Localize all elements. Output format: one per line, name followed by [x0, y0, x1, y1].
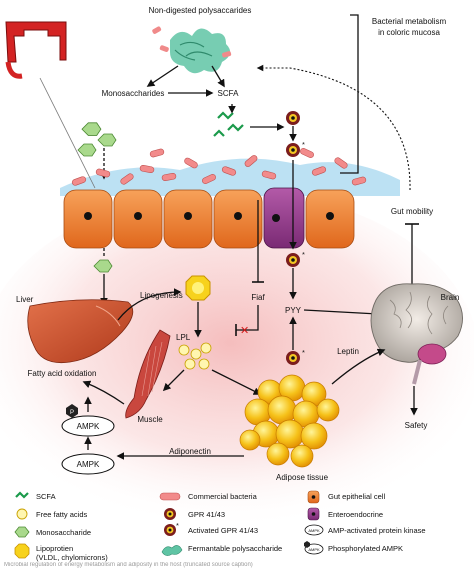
- brain-label: Brain: [441, 293, 460, 302]
- svg-text:P: P: [70, 410, 74, 416]
- svg-text:AMPK: AMPK: [308, 547, 320, 552]
- legend-label: AMP-activated protein kinase: [328, 526, 426, 535]
- legend-label: Monosaccharide: [36, 528, 91, 537]
- legend-gpr-icon: [164, 508, 176, 520]
- lipoprotein-particle: [185, 275, 211, 301]
- legend-label: Fermantable polysaccharide: [188, 544, 282, 553]
- arrow-to-scfa: [211, 65, 225, 88]
- arrow-to-monosaccharides: [146, 65, 179, 87]
- arrow-muscle-to-oxidation: [82, 380, 125, 405]
- scfa-label: SCFA: [218, 89, 240, 98]
- ampk-top-label: AMPK: [77, 422, 100, 431]
- inhibited-mark-icon: ✕: [240, 324, 249, 337]
- figure-caption: Microbial regulation of energy metabolis…: [4, 562, 253, 568]
- lpl-label: LPL: [176, 333, 191, 342]
- body-background: [0, 190, 474, 530]
- legend-label: Activated GPR 41/43: [188, 526, 258, 535]
- phosphate-badge-icon: P: [66, 404, 78, 418]
- brain: [370, 283, 463, 385]
- arrow-liver-to-lipoprotein: [117, 288, 182, 321]
- legend-label: (VLDL, chylomicrons): [36, 553, 108, 562]
- non-digested-label: Non-digested polysaccarides: [149, 6, 252, 15]
- fiaf-label: Fiaf: [251, 293, 265, 302]
- arrow-ffa-to-muscle: [162, 369, 185, 392]
- legend-label: Commercial bacteria: [188, 492, 258, 501]
- gut-mobility-feedback-arrow: [256, 64, 411, 191]
- legend-commercial-bacteria-icon: [159, 492, 181, 501]
- gut-mobility-label: Gut mobility: [391, 207, 433, 216]
- colon-zoom-line: [39, 77, 96, 189]
- leptin-label: Leptin: [337, 347, 359, 356]
- phosphorylated-ampk-oval: [61, 415, 115, 437]
- legend-label: Enteroendocrine: [328, 510, 383, 519]
- legend-monosaccharide-icon: [14, 526, 30, 538]
- enteroendocrine-cell: [263, 187, 305, 249]
- free-fatty-acids: [178, 342, 212, 370]
- legend-scfa-icon: [15, 491, 29, 499]
- gpr-receptors: * * *: [286, 111, 305, 365]
- legend-label: Free fatty acids: [36, 510, 88, 519]
- fiaf-to-lpl-line: [236, 305, 259, 331]
- svg-text:*: *: [302, 140, 305, 149]
- legend-free-fatty-acid-icon: [16, 508, 28, 520]
- svg-text:AMPK: AMPK: [308, 528, 320, 533]
- commercial-bacteria-layer: [71, 148, 367, 186]
- muscle-label: Muscle: [137, 415, 163, 424]
- arrow-pyy-to-brain: [303, 309, 380, 318]
- legend-gut-epithelial-cell-icon: [307, 490, 320, 504]
- bacterial-metabolism-label-1: Bacterial metabolism: [372, 17, 447, 26]
- pyy-label: PYY: [285, 306, 302, 315]
- legend-label: Lipoprotien: [36, 544, 73, 553]
- muscle: [125, 329, 171, 419]
- legend-polysaccharide-icon: [161, 545, 183, 556]
- legend-label: GPR 41/43: [188, 510, 225, 519]
- legend: SCFA Free fatty acids Monosaccharide Lip…: [14, 490, 426, 562]
- legend-label: Phosphorylated AMPK: [328, 544, 403, 553]
- legend-label: SCFA: [36, 492, 56, 501]
- arrow-ffa-to-adipose: [211, 369, 262, 395]
- arrow-leptin-to-brain: [331, 348, 386, 385]
- legend-activated-gpr-icon: *: [164, 521, 179, 536]
- liver-label: Liver: [16, 295, 34, 304]
- fatty-acid-oxidation-label: Fatty acid oxidation: [28, 369, 97, 378]
- monosaccharide-blood: [93, 259, 113, 273]
- cerebellum: [417, 343, 447, 365]
- svg-text:*: *: [302, 348, 305, 357]
- brainstem: [412, 359, 422, 385]
- adipose-tissue: [239, 374, 340, 468]
- bacterial-metabolism-bracket: [340, 14, 359, 174]
- colon-icon: [5, 21, 67, 79]
- ampk-oval: [61, 453, 115, 475]
- legend-enteroendocrine-icon: [307, 507, 320, 521]
- ampk-bottom-label: AMPK: [77, 460, 100, 469]
- safety-label: Safety: [405, 421, 428, 430]
- gut-epithelium: [63, 187, 355, 249]
- svg-text:*: *: [176, 521, 179, 530]
- liver: [27, 299, 134, 364]
- scfa-molecules: [213, 111, 244, 137]
- bacterial-metabolism-label-2: in coloric mucosa: [378, 28, 440, 37]
- legend-ampk-icon: AMPK: [304, 524, 324, 536]
- lipogenesis-label: Lipogenesis: [140, 291, 183, 300]
- polysaccharide-cluster: [152, 26, 232, 74]
- legend-phosphorylated-ampk-icon: AMPK: [304, 541, 324, 555]
- legend-label: Gut epithelial cell: [328, 492, 385, 501]
- svg-text:*: *: [302, 250, 305, 259]
- legend-lipoprotein-icon: [14, 543, 30, 559]
- adipose-tissue-label: Adipose tissue: [276, 473, 329, 482]
- adiponectin-label: Adiponectin: [169, 447, 211, 456]
- monosaccharide-hexagons-lumen: [77, 122, 117, 157]
- monosaccharides-label: Monosaccharides: [102, 89, 165, 98]
